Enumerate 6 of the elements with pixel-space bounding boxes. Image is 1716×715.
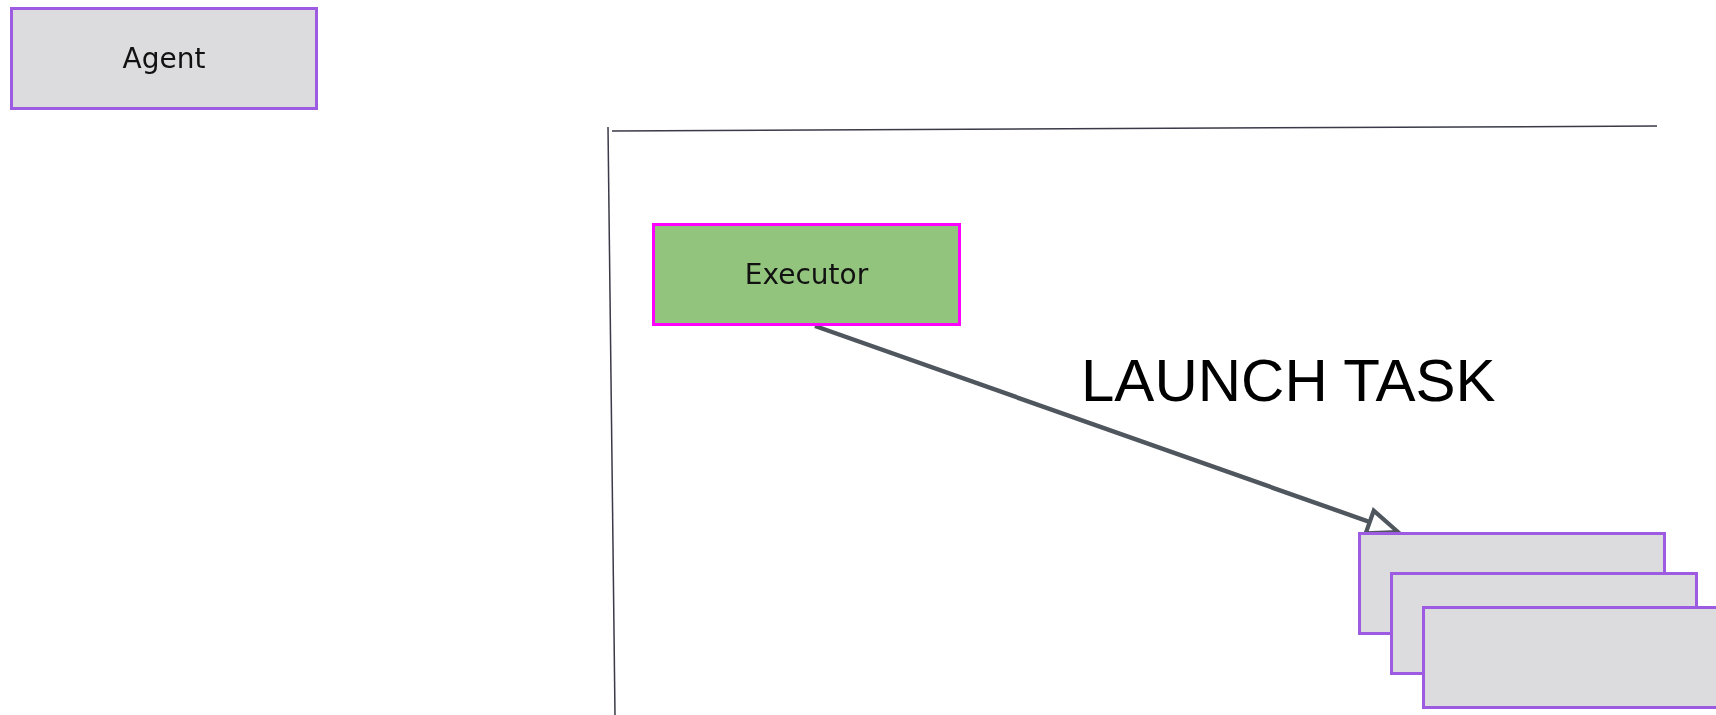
- node-label: Agent: [122, 42, 206, 75]
- executor-box: [652, 223, 961, 326]
- stacked-boxes-drawing: [1358, 532, 1716, 712]
- node-label: Executor: [744, 258, 869, 291]
- agent-box: [10, 7, 318, 110]
- annotation-text: LAUNCH TASK: [1081, 346, 1496, 415]
